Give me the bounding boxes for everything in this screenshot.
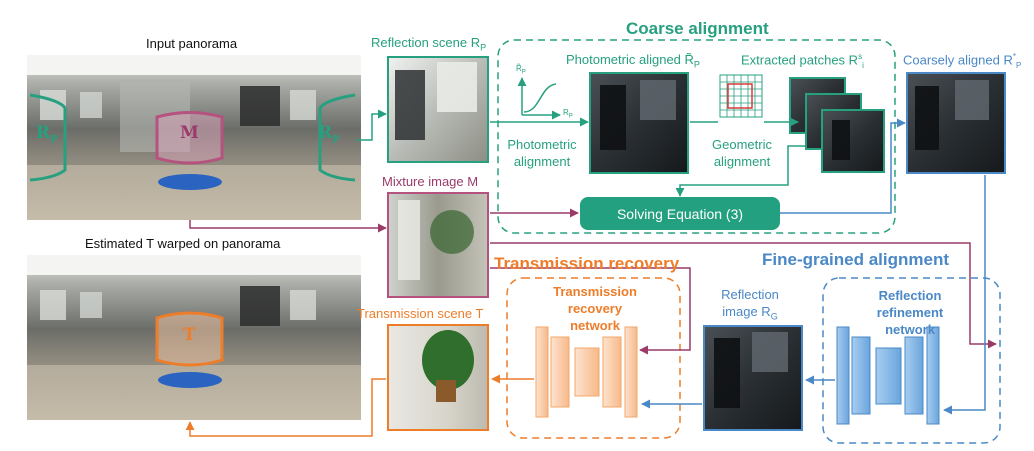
transmission-network-blocks <box>535 326 638 418</box>
reflection-scene-label: Reflection scene RP <box>371 35 487 53</box>
pano-R-right-label: RP <box>318 123 340 146</box>
estimated-T-label: Estimated T warped on panorama <box>85 236 281 251</box>
mixture-image-label: Mixture image M <box>382 174 479 189</box>
coarsely-aligned-image <box>906 72 1006 174</box>
photometric-alignment-label: Photometric alignment <box>507 137 577 169</box>
solving-equation-node: Solving Equation (3) <box>580 197 780 230</box>
extracted-patches-label: Extracted patches Rsi <box>741 52 864 70</box>
pano-transmission-region <box>155 311 224 367</box>
pano-reflection-region-right <box>318 93 356 182</box>
transmission-recovery-region <box>506 277 681 439</box>
pano-M-label: M <box>180 123 199 143</box>
coarse-alignment-title: Coarse alignment <box>626 19 769 38</box>
mixture-image <box>387 192 489 298</box>
reflection-scene-image <box>387 56 489 163</box>
transmission-scene-label: Transmission scene T <box>357 306 484 321</box>
transmission-recovery-title: Transmission recovery <box>494 254 680 273</box>
reflection-image <box>703 325 803 431</box>
extracted-patches-stack <box>789 77 885 173</box>
reflection-network-blocks <box>836 326 940 425</box>
photometric-aligned-label: Photometric aligned R̃P <box>566 52 700 70</box>
transmission-scene-image <box>387 324 489 431</box>
geometric-alignment-label: Geometric alignment <box>712 137 772 169</box>
input-panorama-image <box>27 55 361 220</box>
pano-mixture-region <box>155 111 224 165</box>
pano-T-label: T <box>183 325 196 345</box>
photometric-aligned-image <box>589 72 689 174</box>
transmission-network-label: Transmission recovery network <box>553 284 637 333</box>
pano-reflection-region-left <box>29 93 67 182</box>
fine-grained-alignment-title: Fine-grained alignment <box>762 250 950 269</box>
input-panorama-label: Input panorama <box>146 36 238 51</box>
rp-axis-label: RP <box>563 108 573 120</box>
reflection-image-label: Reflection image RG <box>721 287 779 322</box>
patch-grid <box>719 74 763 118</box>
photometric-curve-plot <box>517 77 561 120</box>
rp-tilde-axis-label: R̃P <box>516 64 526 76</box>
coarsely-aligned-label: Coarsely aligned R*P <box>903 52 1022 70</box>
pano-R-left-label: RP <box>36 123 58 146</box>
coarse-alignment-region <box>497 39 896 234</box>
reflection-network-label: Reflection refinement network <box>876 288 944 337</box>
estimated-panorama-image <box>27 255 361 420</box>
fine-grained-alignment-region <box>822 277 1001 444</box>
arrows <box>185 109 997 437</box>
